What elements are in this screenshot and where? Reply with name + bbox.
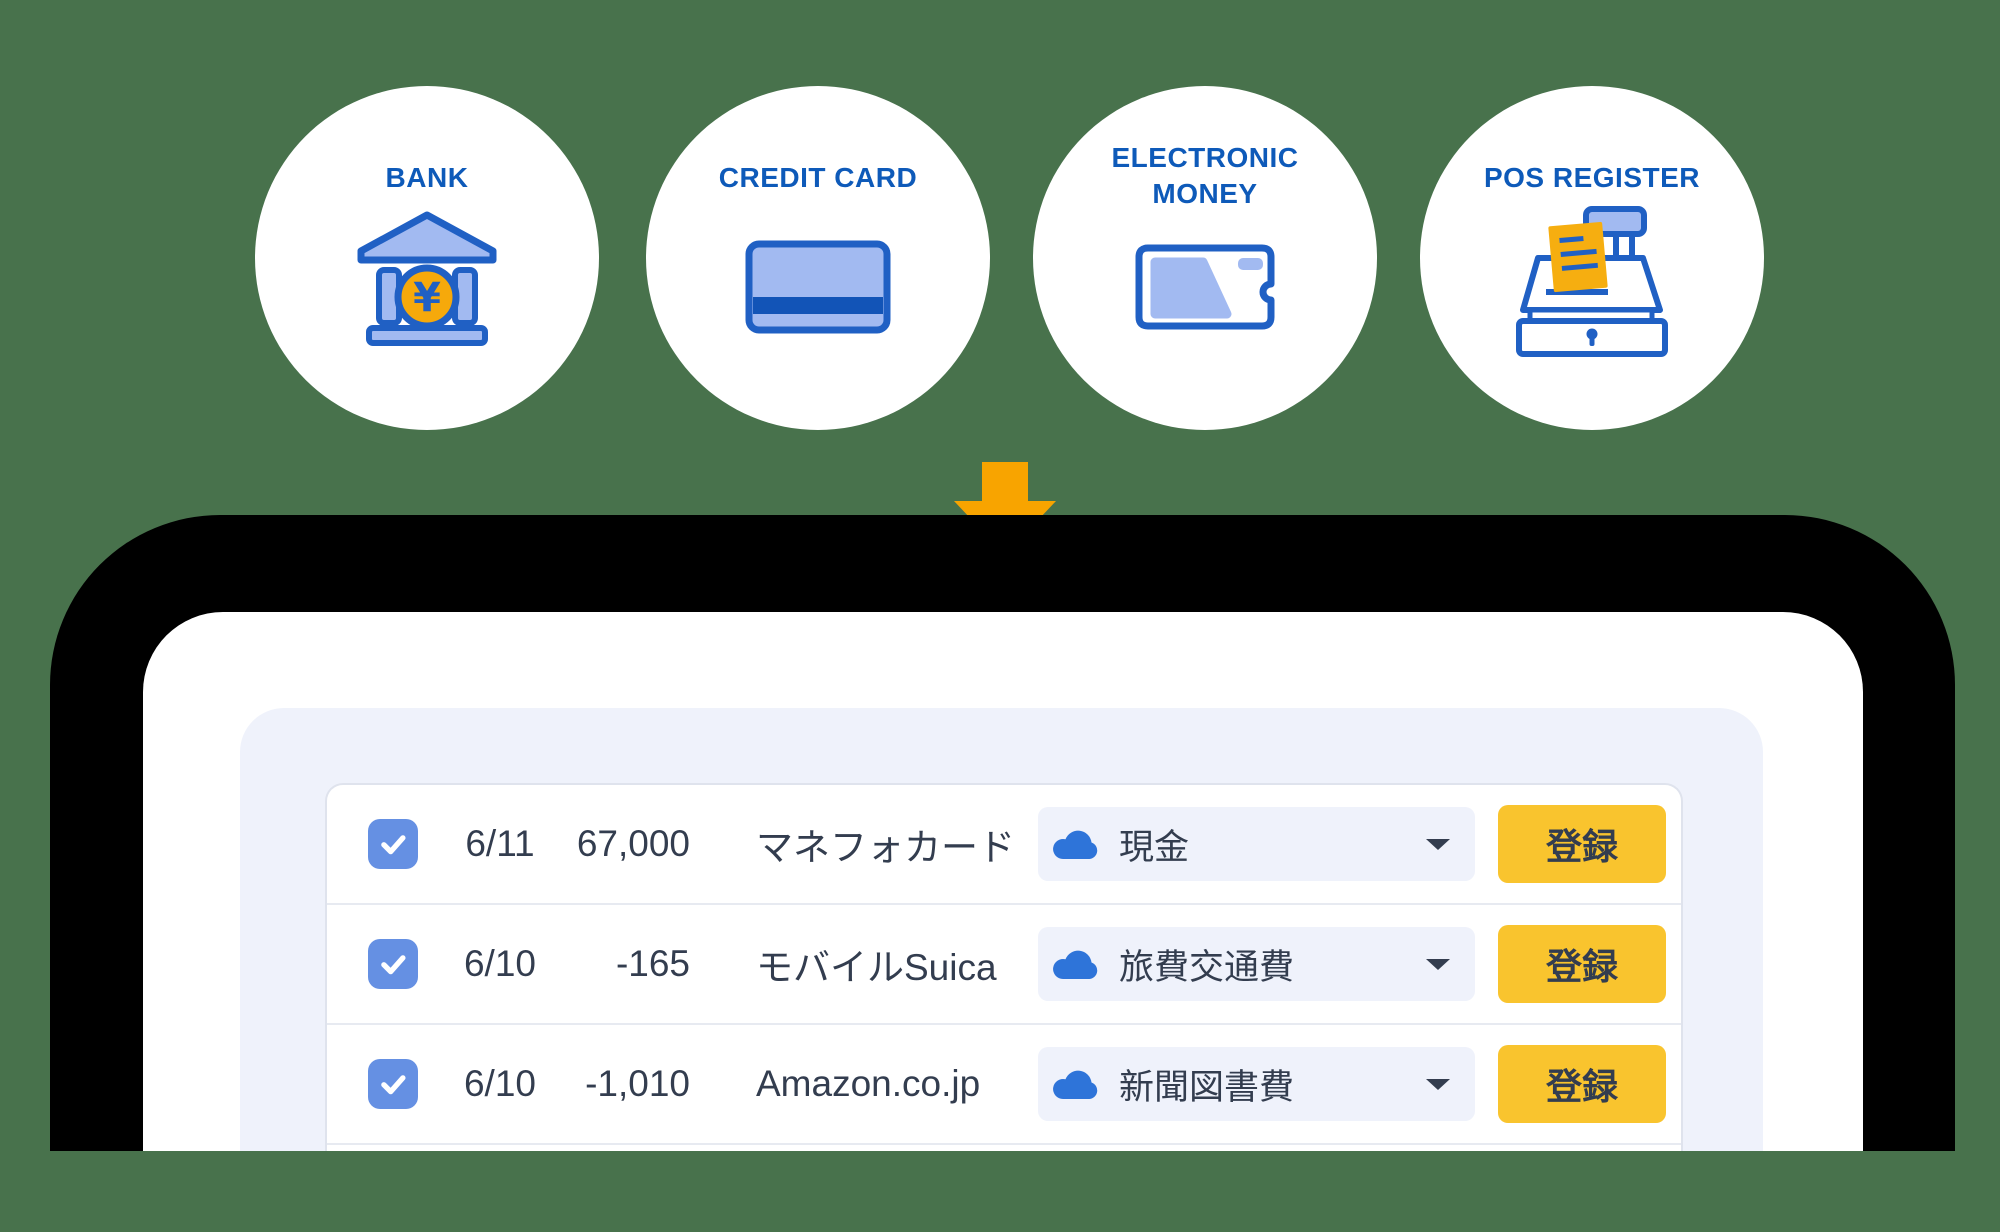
- down-arrow-stem: [982, 462, 1028, 501]
- row-checkbox[interactable]: [368, 819, 418, 869]
- cloud-icon: [1053, 830, 1098, 859]
- register-button[interactable]: 登録: [1498, 805, 1666, 883]
- register-button[interactable]: 登録: [1498, 925, 1666, 1003]
- transaction-date: 6/11: [465, 823, 535, 864]
- category-dropdown[interactable]: 旅費交通費: [1038, 927, 1475, 1001]
- checkmark-icon: [381, 955, 406, 975]
- device-frame: 6/11 67,000 マネフォカード 現金 登録 6/10 -165 モバイル…: [50, 515, 1955, 1151]
- source-label: CREDIT CARD: [718, 162, 918, 193]
- cloud-icon: [1053, 950, 1098, 979]
- electronic-money-icon: [1135, 244, 1275, 330]
- category-label: 現金: [1119, 827, 1190, 867]
- transaction-amount: -1,010: [585, 1063, 690, 1104]
- row-checkbox[interactable]: [368, 939, 418, 989]
- app-window: 6/11 67,000 マネフォカード 現金 登録 6/10 -165 モバイル…: [143, 612, 1863, 1151]
- bank-icon: ¥: [357, 211, 497, 346]
- source-circle-bank: BANK ¥: [255, 86, 599, 430]
- credit-card-icon: [745, 240, 891, 334]
- category-label: 旅費交通費: [1119, 947, 1295, 987]
- pos-register-icon: [1516, 206, 1668, 357]
- checkmark-icon: [381, 835, 406, 855]
- app-content-panel: 6/11 67,000 マネフォカード 現金 登録 6/10 -165 モバイル…: [240, 708, 1763, 1151]
- source-circle-electronic-money: ELECTRONIC MONEY: [1033, 86, 1377, 430]
- chevron-down-icon: [1426, 838, 1450, 850]
- checkmark-icon: [381, 1075, 406, 1095]
- chevron-down-icon: [1426, 1078, 1450, 1090]
- row-checkbox[interactable]: [368, 1059, 418, 1109]
- category-label: 新聞図書費: [1119, 1067, 1295, 1107]
- transaction-name: Amazon.co.jp: [756, 1063, 981, 1104]
- source-circle-pos-register: POS REGISTER: [1420, 86, 1764, 430]
- chevron-down-icon: [1426, 958, 1450, 970]
- transaction-name: マネフォカード: [756, 827, 1015, 868]
- category-dropdown[interactable]: 現金: [1038, 807, 1475, 881]
- source-label: BANK: [385, 162, 469, 193]
- transaction-amount: 67,000: [576, 823, 690, 864]
- transactions-table: 6/11 67,000 マネフォカード 現金 登録 6/10 -165 モバイル…: [325, 783, 1683, 1151]
- cloud-icon: [1053, 1070, 1098, 1099]
- source-label: ELECTRONIC MONEY: [1111, 142, 1299, 209]
- source-label: POS REGISTER: [1483, 162, 1701, 193]
- transaction-date: 6/10: [463, 943, 536, 984]
- transaction-row: 6/10 -1,010 Amazon.co.jp 新聞図書費 登録: [327, 1025, 1681, 1145]
- register-button[interactable]: 登録: [1498, 1045, 1666, 1123]
- transaction-date: 6/10: [463, 1063, 536, 1104]
- category-dropdown[interactable]: 新聞図書費: [1038, 1047, 1475, 1121]
- transaction-name: モバイルSuica: [756, 947, 997, 988]
- transaction-amount: -165: [615, 943, 690, 984]
- svg-text:¥: ¥: [413, 275, 441, 321]
- transaction-row: 6/11 67,000 マネフォカード 現金 登録: [327, 785, 1681, 905]
- source-circle-credit-card: CREDIT CARD: [646, 86, 990, 430]
- transaction-row: 6/10 -165 モバイルSuica 旅費交通費 登録: [327, 905, 1681, 1025]
